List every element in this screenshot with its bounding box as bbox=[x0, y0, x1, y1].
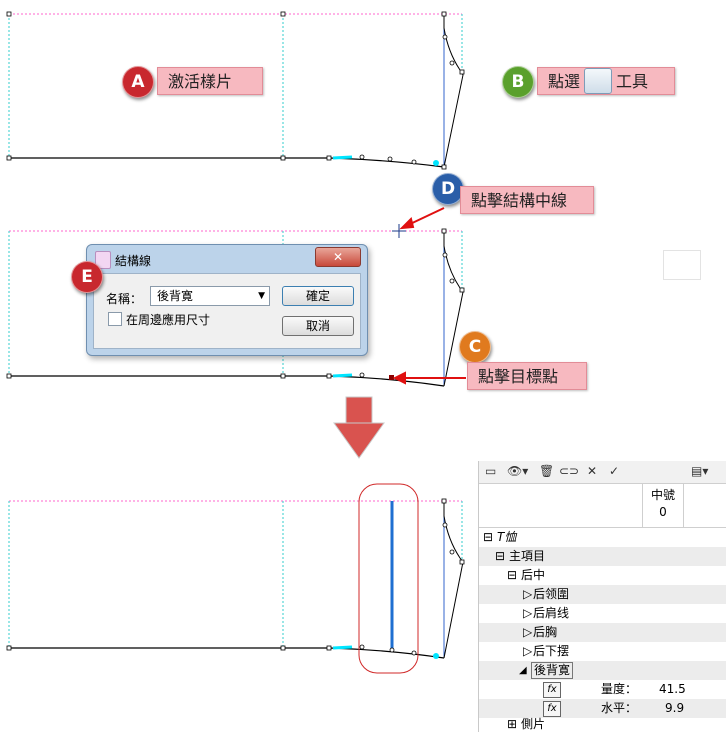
size-column[interactable]: 中號 0 bbox=[642, 483, 684, 527]
badge-e: E bbox=[71, 261, 103, 293]
measurement-panel[interactable]: ▭ 👁▾ 🗑 ⊂⊃ ✕ ✓ ▤▾ 中號 0 ⊟ T恤 ⊟ 主項目 ⊟ 后中 ▷ … bbox=[478, 461, 726, 732]
tree-row-back-chest[interactable]: ▷ 后胸 bbox=[479, 623, 726, 642]
ok-button[interactable]: 確定 bbox=[282, 286, 354, 306]
flow-down-arrow bbox=[333, 396, 385, 459]
badge-a: A bbox=[122, 66, 154, 98]
structure-line-tool-icon bbox=[584, 67, 613, 94]
badge-d: D bbox=[432, 173, 464, 205]
tree-expander-icon[interactable]: ▷ bbox=[523, 625, 533, 639]
link-icon[interactable]: ⊂⊃ bbox=[559, 464, 580, 478]
tree-row-main[interactable]: ⊟ 主項目 bbox=[479, 547, 726, 566]
structure-line-dialog[interactable]: 結構線 ✕ 名稱： 後背寛 ▼ 在周邊應用尺寸 確定 取消 bbox=[86, 244, 368, 356]
tree-label: 主項目 bbox=[509, 549, 546, 563]
tree-label: 后领圍 bbox=[533, 587, 570, 601]
tree-row-back-shoulder[interactable]: ▷ 后肩线 bbox=[479, 604, 726, 623]
dialog-body: 名稱： 後背寛 ▼ 在周邊應用尺寸 確定 取消 bbox=[93, 273, 361, 349]
highlight-ellipse bbox=[358, 483, 419, 674]
dialog-title: 結構線 bbox=[115, 254, 152, 268]
tree-label: 后肩线 bbox=[533, 606, 570, 620]
callout-click-center-line: 點擊結構中線 bbox=[460, 186, 594, 214]
crosshair-cursor bbox=[392, 224, 406, 238]
cancel-icon[interactable]: ✕ bbox=[587, 464, 598, 478]
tree-expander-icon[interactable]: ⊞ bbox=[507, 717, 518, 731]
badge-b: B bbox=[502, 66, 534, 98]
tree-row-side-piece[interactable]: ⊞ 側片 bbox=[479, 715, 726, 734]
tree-row-back-hem[interactable]: ▷ 后下摆 bbox=[479, 642, 726, 661]
tree-label: T恤 bbox=[497, 530, 517, 544]
tree-row-back-center[interactable]: ⊟ 后中 bbox=[479, 566, 726, 585]
pattern-piece-top[interactable] bbox=[6, 11, 465, 170]
tree-row-back-neck[interactable]: ▷ 后领圍 bbox=[479, 585, 726, 604]
tree-expander-icon[interactable]: ⊟ bbox=[507, 568, 518, 582]
tree-expander-icon[interactable]: ◢ bbox=[519, 665, 527, 676]
formula-icon[interactable]: fx bbox=[543, 682, 561, 698]
pattern-piece-bottom[interactable] bbox=[6, 483, 465, 674]
empty-box bbox=[663, 250, 701, 280]
badge-c: C bbox=[459, 331, 491, 363]
dropdown-arrow-icon[interactable]: ▼ bbox=[258, 291, 265, 301]
formula-icon[interactable]: fx bbox=[543, 701, 561, 717]
callout-select-tool: 點選 工具 bbox=[537, 67, 675, 95]
size-label: 中號 bbox=[650, 488, 675, 502]
callout-select-tool-before: 點選 bbox=[548, 72, 581, 91]
name-combobox-value: 後背寛 bbox=[157, 289, 194, 303]
list-icon[interactable]: ▭ bbox=[485, 464, 497, 478]
view-icon[interactable]: 👁▾ bbox=[507, 464, 529, 478]
callout-click-target-point: 點擊目標點 bbox=[467, 362, 587, 390]
horizontal-label: 水平： bbox=[601, 701, 638, 715]
tree-label: 側片 bbox=[521, 717, 546, 731]
measure-label: 量度： bbox=[601, 682, 638, 696]
menu-icon[interactable]: ▤▾ bbox=[691, 464, 709, 478]
horizontal-value: 9.9 bbox=[665, 701, 685, 715]
dialog-app-icon bbox=[95, 251, 111, 269]
tree-expander-icon[interactable]: ▷ bbox=[523, 644, 533, 658]
tree-expander-icon[interactable]: ⊟ bbox=[483, 530, 494, 544]
panel-toolbar: ▭ 👁▾ 🗑 ⊂⊃ ✕ ✓ ▤▾ bbox=[479, 461, 726, 484]
name-label: 名稱： bbox=[106, 292, 143, 306]
callout-select-tool-after: 工具 bbox=[616, 72, 649, 91]
tree-expander-icon[interactable]: ▷ bbox=[523, 606, 533, 620]
callout-activate-sample: 激活樣片 bbox=[157, 67, 263, 95]
confirm-icon[interactable]: ✓ bbox=[609, 464, 620, 478]
measure-value: 41.5 bbox=[659, 682, 686, 696]
size-value: 0 bbox=[659, 505, 667, 519]
tree-row-measure[interactable]: fx 量度： 41.5 bbox=[479, 680, 726, 699]
delete-icon[interactable]: 🗑 bbox=[539, 464, 555, 478]
tree-label: 后下摆 bbox=[533, 644, 570, 658]
tree-label: 後背寛 bbox=[531, 662, 574, 679]
apply-size-checkbox[interactable] bbox=[108, 312, 122, 326]
tree-row-back-width[interactable]: ◢ 後背寛 bbox=[479, 661, 726, 680]
tree-row-tshirt[interactable]: ⊟ T恤 bbox=[479, 528, 726, 547]
tree-label: 后胸 bbox=[533, 625, 558, 639]
apply-size-label: 在周邊應用尺寸 bbox=[126, 313, 211, 327]
size-header: 中號 0 bbox=[479, 483, 726, 528]
tree-label: 后中 bbox=[521, 568, 546, 582]
name-combobox[interactable]: 後背寛 ▼ bbox=[150, 286, 270, 306]
tree-row-horizontal[interactable]: fx 水平： 9.9 bbox=[479, 699, 726, 718]
cancel-button[interactable]: 取消 bbox=[282, 316, 354, 336]
tree-expander-icon[interactable]: ▷ bbox=[523, 587, 533, 601]
tree-expander-icon[interactable]: ⊟ bbox=[495, 549, 506, 563]
close-button[interactable]: ✕ bbox=[315, 247, 361, 267]
